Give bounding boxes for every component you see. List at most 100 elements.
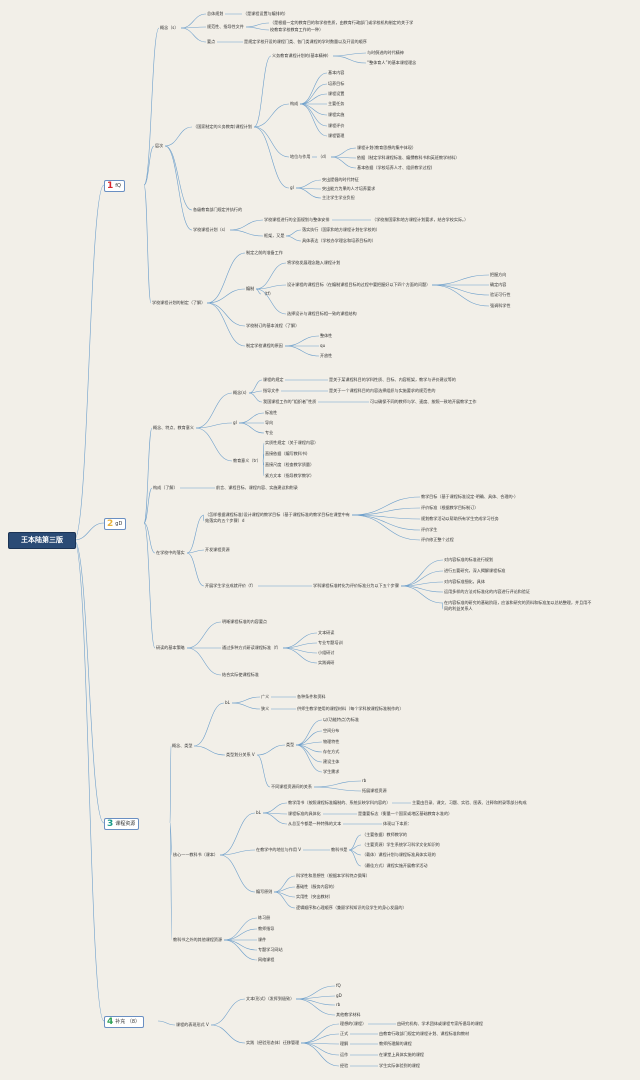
node-a3b2a[interactable]: 把握方向 [490, 272, 507, 277]
node-d1b5[interactable]: 经验 [340, 1063, 349, 1068]
node-a1b2[interactable]: 校教育学校教育工作的一种） [270, 27, 324, 32]
node-b3a3[interactable]: 规划教学活动以帮助所有学生完成学习任务 [421, 516, 499, 521]
node-c2a1a[interactable]: 主要由目录、课文、习题、实验、图表、注释和附录等部分构成 [412, 800, 527, 805]
node-a3b2[interactable]: 设计课程的课程目标（在编制课程目标的过程中要把握好以下四个方面的问题） [287, 282, 431, 287]
node-a2c2[interactable]: 框架，又是 [264, 233, 285, 238]
node-b3a[interactable]: （怎样根据课程标准)设计课程的教学目标（基于课程标准的教学目标在课堂中有 [205, 512, 350, 517]
node-a3b1[interactable]: 将学校发展理念融入课程计划 [287, 260, 341, 265]
node-c1a1a[interactable]: 各种条件和资料 [297, 694, 326, 699]
node-c1b2a[interactable]: rb [362, 778, 367, 783]
node-a1c1[interactable]: 是规定学校开设的课程门类、各门类课程的学时数量以及开设的顺序 [244, 39, 367, 44]
node-b1b2[interactable]: 导向 [265, 420, 274, 425]
node-c1b1f[interactable]: 学生需求 [323, 769, 340, 774]
node-c1a2a[interactable]: 供师生教学使用的课程材料（每个学科按课程标准制作的） [297, 706, 404, 711]
node-d1b5a[interactable]: 学生实际体验到的课程 [379, 1063, 420, 1068]
node-a2a4b[interactable]: 突出能力为果的人才培养要求 [322, 186, 376, 191]
node-a3[interactable]: 学校课程计划的制定（了解） [152, 300, 206, 305]
node-c2a3[interactable]: 从总至今都是一种特殊的文本 [288, 821, 342, 826]
node-d1a4[interactable]: 其他教学材料 [336, 1012, 361, 1017]
node-a2b[interactable]: 各级教育部门规定并执行的 [193, 207, 243, 212]
node-c3b[interactable]: 教师指导 [258, 926, 275, 931]
node-a2c[interactable]: 学校课程计划（s） [193, 227, 228, 232]
node-a2a1a[interactable]: 与时俱进的时代精神 [367, 50, 404, 55]
node-c2a1[interactable]: 教学用书（按照课程标准编制的、系统反映学科内容的） [288, 800, 391, 805]
node-b4b[interactable]: 通过多种方式研读课程标准（f） [222, 645, 281, 650]
node-c1[interactable]: 概念、类型 [172, 743, 193, 748]
node-a2a2a[interactable]: 基本内容 [328, 70, 345, 75]
node-b1b3[interactable]: 专业 [265, 430, 274, 435]
node-a1b1[interactable]: （是根据一定的教育目的和学校性质，由教育行政部门或学校机构制定的关于学 [270, 20, 414, 25]
node-c2b1c[interactable]: （载体）课程计划与课程标准具体实现的 [362, 852, 436, 857]
node-c2[interactable]: 核心——教科书（课本） [173, 852, 219, 857]
node-a2a1b[interactable]: “整体育人”的基本课程理念 [367, 60, 417, 65]
node-a3b2c[interactable]: 验证可行性 [490, 292, 511, 297]
node-d1b1[interactable]: 理想的(课程） [340, 1021, 367, 1026]
node-c1b1a[interactable]: 以(功能特点)为标准 [323, 717, 359, 722]
node-a1b[interactable]: 规范性、指导性文件 [207, 24, 244, 29]
node-b3ax[interactable]: 效落实的五个步骤）d [205, 518, 245, 523]
node-a3d1[interactable]: 整体性 [320, 333, 333, 338]
node-c2a2a[interactable]: 是重要标志（衡量一个国家或地区基础教育水准的） [358, 811, 453, 816]
node-b4b1[interactable]: 文本研读 [318, 630, 335, 635]
node-b1b1[interactable]: 标准性 [265, 410, 278, 415]
node-b3a4[interactable]: 评价学生 [421, 527, 438, 532]
node-b4b4[interactable]: 实践调研 [318, 660, 335, 665]
node-b4a[interactable]: 明晰课程标准的内容要点 [222, 619, 268, 624]
node-c2c4[interactable]: 逻辑顺序和心理顺序（兼顾学科知识的及学生的身心发展的） [296, 905, 407, 910]
node-a3b[interactable]: 编制 [246, 286, 255, 291]
node-a2a3a[interactable]: 课程计划(教育思想的集中体现） [357, 145, 416, 150]
node-c2b[interactable]: 在教学中的地位与作用 V [256, 847, 302, 852]
node-a2c2b[interactable]: 具体表达（学校办学理念和培养目标的） [302, 238, 376, 243]
node-b3c1b[interactable]: 进行五要研究，深入揭解课程标准 [444, 568, 506, 573]
node-c2c[interactable]: 编写原则 [256, 889, 273, 894]
node-a3bx[interactable]: （tf） [262, 291, 274, 296]
node-b1a2a[interactable]: 是关于一个课程科目的内容选择组织与实施要求的规范性的 [329, 388, 436, 393]
node-b2[interactable]: 构成（了解） [153, 485, 178, 490]
node-c2a3a[interactable]: 体现以下本质： [383, 821, 412, 826]
node-b1b[interactable]: gl [233, 420, 237, 425]
node-b1a3a[interactable]: 可以确保不同的教师与学、速度、按照一致地开展教学工作 [370, 399, 477, 404]
node-a1a1[interactable]: （是课程设置与编排的） [243, 11, 289, 16]
node-a3d2[interactable]: qu [320, 343, 326, 348]
node-a2a3[interactable]: 地位与作用 [290, 154, 311, 159]
node-b3a1[interactable]: 教学目标（基于课程标准设定-明确、具体、合理的-） [421, 494, 519, 499]
node-a2a1[interactable]: 义务教育课程计划的(基本精神） [272, 53, 331, 58]
node-c2c1[interactable]: 科学性和思想性（根据本学科特点保障） [296, 873, 370, 878]
node-c1b1c[interactable]: 物理特性 [323, 739, 340, 744]
node-b3a2[interactable]: 评价标准（根据教学目标制订） [421, 505, 479, 510]
node-b3c1c[interactable]: 对内容标准细化，具体 [444, 579, 485, 584]
node-c1b[interactable]: 类型划分关系 V [226, 752, 255, 757]
node-b1c2[interactable]: 直接依据（编写教科书) [265, 451, 308, 456]
node-a2c2a[interactable]: 落实执行（国家和地方课程计划在学校的） [302, 227, 380, 232]
node-b4[interactable]: 研读的基本策略 [156, 645, 185, 650]
node-b1c[interactable]: 教育意义（tr） [233, 458, 261, 463]
node-b3[interactable]: 在学校中的落实 [156, 550, 185, 555]
node-a3d[interactable]: 制定学校课程的原因 [246, 343, 283, 348]
node-d1b1a[interactable]: 由研究机构、学术团体或课程专家所倡导的课程 [397, 1021, 483, 1026]
node-c2a2[interactable]: 课程标准的具体化 [288, 811, 321, 816]
node-c1a2[interactable]: 狭义 [261, 706, 270, 711]
node-a2a2[interactable]: 构成 [290, 101, 299, 106]
node-b1[interactable]: 概念、特点、教育意义 [153, 425, 194, 430]
node-b3c1[interactable]: 学科课程标准转化为评价标准分为以下五个步骤 [313, 583, 399, 588]
node-b1c3[interactable]: 直接尺度（检查教学质量） [265, 462, 315, 467]
node-c2b1a[interactable]: （主要依据）教师教学的 [362, 832, 408, 837]
node-a3a[interactable]: 制定之前的准备工作 [246, 250, 283, 255]
node-c1b1[interactable]: 类型 [286, 742, 295, 747]
node-c1a[interactable]: bL [225, 700, 230, 705]
node-a2a3x[interactable]: （d） [318, 154, 329, 159]
node-a2[interactable]: 层次 [155, 143, 164, 148]
node-a2a2e[interactable]: 课程实施 [328, 112, 345, 117]
node-c1b2b[interactable]: 拓展课程资源 [362, 788, 387, 793]
node-c3d[interactable]: 专题学习网站 [258, 947, 283, 952]
node-c1a1[interactable]: 广义 [261, 694, 270, 699]
node-c1b1d[interactable]: 存在方式 [323, 749, 340, 754]
node-c2b1d[interactable]: （最佳方式）课程实施开展教学活动 [362, 863, 428, 868]
node-d1b3[interactable]: 理解 [340, 1041, 349, 1046]
node-b3c[interactable]: 开展学生学业成就评价（f） [205, 583, 256, 588]
node-a2a2c[interactable]: 课程设置 [328, 91, 345, 96]
